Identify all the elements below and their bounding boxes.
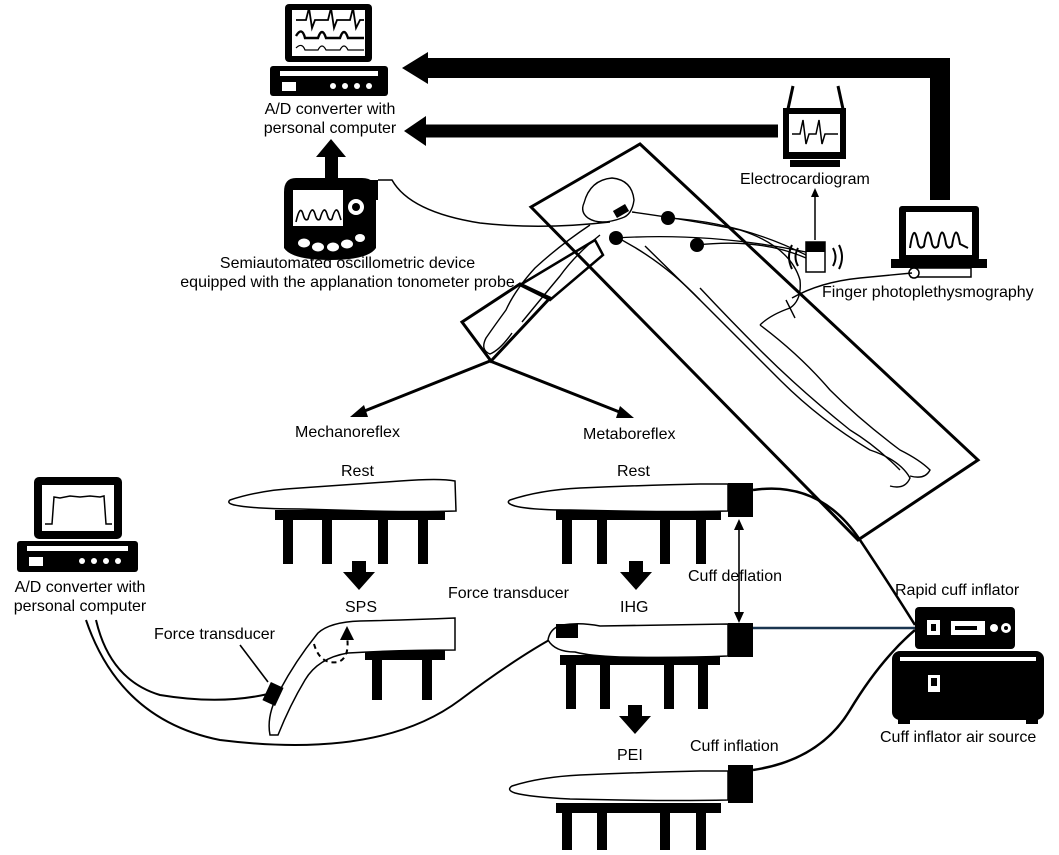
lying-subject: [483, 177, 931, 488]
arrowhead: [404, 116, 426, 146]
cuff-icon: [728, 483, 753, 517]
wireless-transmitter-icon: [788, 241, 843, 273]
exam-table-icon: [365, 650, 445, 700]
rest-left-label: Rest: [341, 463, 374, 480]
force-transducer-cable: [85, 619, 563, 746]
ad-converter-left-line1: A/D converter with: [14, 579, 146, 596]
sps-label: SPS: [345, 599, 378, 616]
ad-converter-top-line1: A/D converter with: [264, 101, 396, 118]
force-transducer-icon: [556, 624, 578, 638]
down-arrow: [343, 561, 375, 590]
oscillometric-device-line2: equipped with the applanation tonometer …: [180, 274, 515, 291]
arrowhead: [734, 612, 744, 623]
exam-table-icon: [556, 510, 721, 564]
signal-arrow-photoplethysmography: [420, 58, 950, 200]
ad-converter-top-line2: personal computer: [263, 120, 397, 137]
arrowhead: [350, 405, 368, 417]
cuff-inflation-label: Cuff inflation: [690, 738, 779, 755]
air-source-icon: [892, 651, 1044, 724]
mechanoreflex-label: Mechanoreflex: [295, 424, 400, 441]
arrowhead: [402, 52, 428, 84]
photoplethysmograph-icon: [891, 206, 987, 279]
ihg-label: IHG: [620, 599, 649, 616]
arm-icon: [507, 483, 729, 513]
ecg-leads: [615, 217, 807, 259]
force-transducer-left-label: Force transducer: [154, 626, 275, 643]
cuff-hose: [752, 629, 916, 772]
ad-converter-left-line2: personal computer: [13, 598, 147, 615]
arm-icon: [228, 478, 457, 513]
rapid-cuff-inflator-label: Rapid cuff inflator: [895, 582, 1020, 599]
arrowhead: [811, 188, 819, 197]
cuff-icon: [728, 623, 753, 657]
metaboreflex-label: Metaboreflex: [583, 426, 676, 443]
pei-label: PEI: [617, 747, 643, 764]
signal-arrow-oscillometric: [325, 155, 338, 178]
exam-table-icon: [459, 142, 981, 542]
arm-icon: [508, 770, 729, 802]
oscillometric-device-label: Semiautomated oscillometric device equip…: [160, 254, 535, 292]
finger-photoplethysmography-label: Finger photoplethysmography: [822, 284, 1034, 301]
down-arrow: [620, 561, 652, 590]
force-transducer-cable: [95, 619, 269, 701]
exam-table-icon: [560, 655, 720, 709]
monitor-icon: [17, 477, 138, 572]
cuff-inflator-icon: [915, 607, 1015, 649]
down-arrow: [619, 705, 651, 734]
exam-table-icon: [275, 510, 445, 564]
branch-line: [361, 359, 491, 414]
arrowhead: [340, 626, 354, 640]
ad-converter-left-label: A/D converter with personal computer: [0, 578, 160, 616]
arrowhead: [734, 519, 744, 530]
ad-converter-top-label: A/D converter with personal computer: [240, 100, 420, 138]
branch-line: [489, 359, 623, 415]
finger-sensor-cable: [791, 272, 913, 299]
electrocardiogram-label: Electrocardiogram: [740, 171, 870, 188]
oscillometric-device-line1: Semiautomated oscillometric device: [219, 255, 476, 272]
arrowhead: [316, 139, 346, 157]
exam-table-icon: [556, 803, 721, 850]
rotation-arrow: [313, 635, 349, 664]
arrowhead: [616, 406, 634, 418]
cuff-hose: [752, 487, 917, 626]
cuff-icon: [728, 765, 753, 803]
ecg-electrode-icon: [609, 204, 704, 252]
cuff-inflator-air-source-label: Cuff inflator air source: [880, 729, 1037, 746]
ecg-monitor-icon: [783, 85, 846, 167]
oscillometric-device-icon: [284, 178, 378, 260]
tonometer-cable: [378, 179, 611, 227]
force-transducer-icon: [262, 681, 284, 707]
monitor-icon: [270, 4, 388, 96]
force-transducer-right-label: Force transducer: [448, 585, 569, 602]
rest-right-label: Rest: [617, 463, 650, 480]
cuff-deflation-label: Cuff deflation: [688, 568, 782, 585]
label-pointer: [239, 644, 269, 683]
